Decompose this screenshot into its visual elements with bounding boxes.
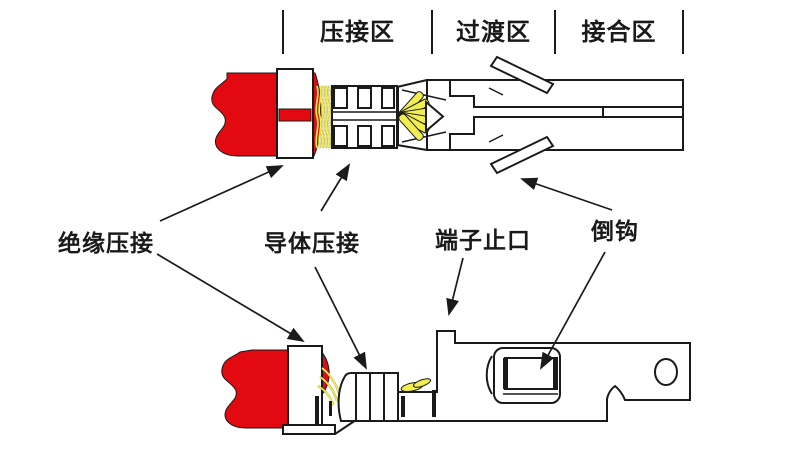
arrow-insulation-crimp-top [159,165,284,222]
barb-root-slits [488,87,504,143]
callout-arrows [156,163,613,370]
zone-label-transition-zone: 过渡区 [456,18,531,46]
terminal-body-top [396,79,684,151]
callout-barb: 倒钩 [591,219,639,245]
crimp-marks [315,390,436,424]
crimp-base-strip [282,424,336,435]
callout-terminal-stop: 端子止口 [435,228,531,254]
terminal-top-view [211,55,684,175]
arrow-barb-side [540,251,606,370]
arrow-insulation-crimp-side [156,253,305,343]
arrow-conductor-crimp-side [314,266,367,370]
zone-label-crimp-zone: 压接区 [320,18,395,46]
arrow-conductor-crimp-top [320,163,351,212]
conductor-crimp-side [337,372,399,422]
mounting-hole [654,358,678,386]
callout-insulation-crimp: 绝缘压接 [58,231,154,257]
wire-strands-top [315,85,334,149]
insulation-crimp-side [287,345,323,426]
conductor-crimp-top [331,85,398,149]
terminal-side-view [221,330,691,435]
zone-label-mating-zone: 接合区 [581,18,657,46]
arrow-barb-top [520,177,613,211]
callout-conductor-crimp: 导体压接 [264,231,360,257]
barb-lower [489,135,555,175]
strand-fan-top [398,91,433,141]
arrow-terminal-stop [446,257,464,316]
wire-insulation-band [278,108,312,122]
seam-wedge [425,99,445,134]
zone-dividers [282,10,684,54]
contact-box-side [485,347,561,404]
barb-upper [489,55,555,95]
strand-ends-side [400,378,432,393]
crimp-base-step [334,419,357,435]
